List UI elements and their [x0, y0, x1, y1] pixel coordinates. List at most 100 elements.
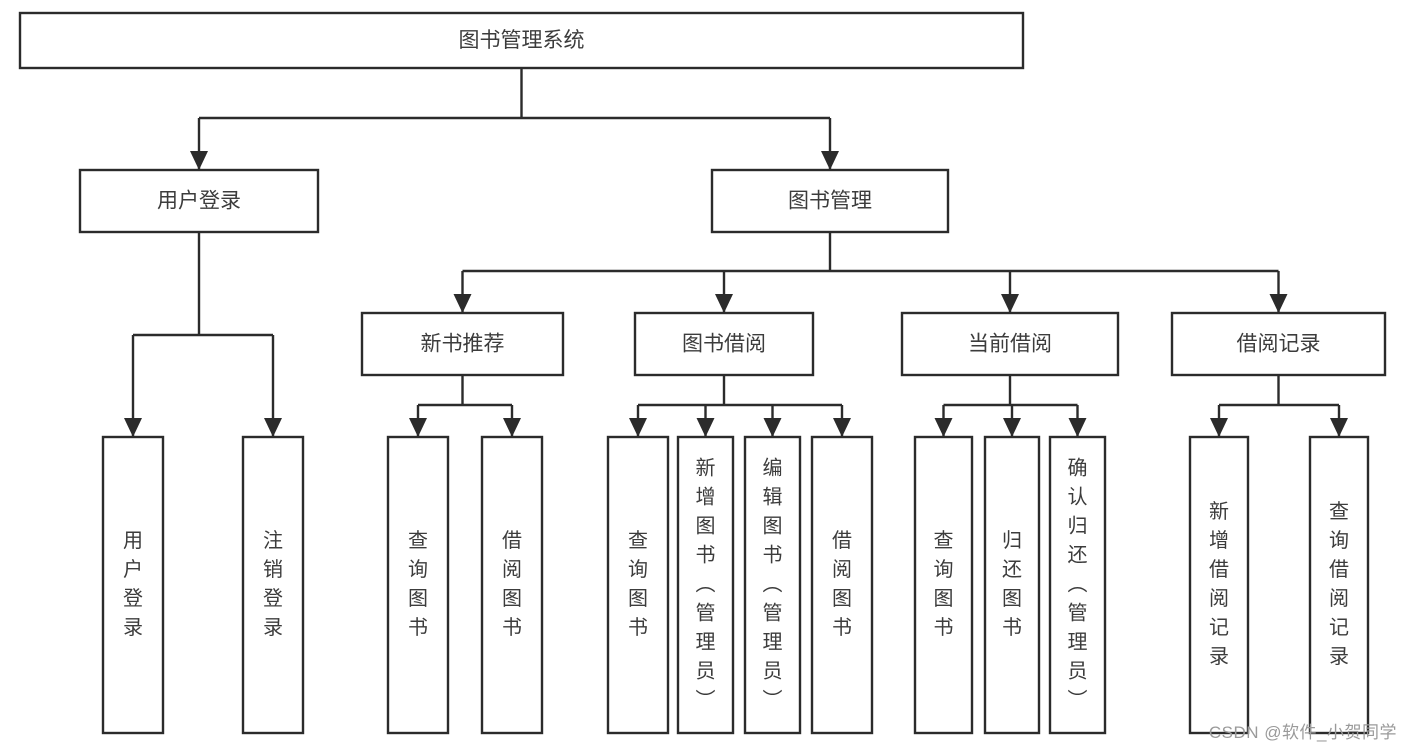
node-box-leaf-confirm-return[interactable] [1048, 435, 1107, 735]
node-box-leaf-edit-book[interactable] [743, 435, 802, 735]
node-label-leaf-confirm-return-char-6: 理 [1068, 631, 1088, 653]
node-box-leaf-query-record[interactable] [1308, 435, 1370, 735]
node-box-leaf-logout[interactable] [241, 435, 305, 735]
node-label-leaf-user-login-char-2: 登 [123, 587, 143, 610]
arrow-icon-leaf-logout [264, 418, 282, 437]
node-label-leaf-query-book-1-char-2: 图 [408, 588, 428, 610]
watermark-label: CSDN @软件_小贺同学 [1208, 723, 1397, 742]
node-label-leaf-query-book-1-char-1: 询 [408, 558, 428, 581]
node-label-leaf-logout-char-0: 注 [263, 529, 283, 552]
node-label-leaf-add-book-char-7: 员 [696, 660, 716, 682]
node-label-leaf-query-book-3-char-3: 书 [934, 616, 954, 639]
node-label-leaf-add-record-char-1: 增 [1209, 529, 1229, 552]
node-label-leaf-confirm-return-char-7: 员 [1068, 660, 1088, 682]
node-label-leaf-add-book-char-1: 增 [696, 485, 716, 508]
node-label-leaf-add-record-char-3: 阅 [1209, 587, 1229, 610]
node-label-leaf-add-book-char-8: ︶ [696, 688, 716, 711]
node-box-leaf-query-book-3[interactable] [913, 435, 974, 735]
arrow-icon-leaf-borrow-book-2 [833, 418, 851, 437]
node-box-leaf-query-book-2[interactable] [606, 435, 670, 735]
node-book-management[interactable]: 图书管理 [710, 168, 950, 234]
node-box-leaf-add-book[interactable] [676, 435, 735, 735]
node-box-leaf-add-record[interactable] [1188, 435, 1250, 735]
node-label-current-borrow: 当前借阅 [968, 333, 1052, 356]
arrow-icon-leaf-query-record [1330, 418, 1348, 437]
arrow-icon-leaf-query-book-3 [934, 418, 953, 437]
node-label-leaf-confirm-return-char-1: 认 [1068, 485, 1088, 508]
node-label-leaf-edit-book-char-6: 理 [763, 631, 783, 653]
node-label-leaf-edit-book-char-2: 图 [763, 515, 783, 537]
node-label-leaf-logout-char-1: 销 [263, 558, 283, 581]
node-book-borrow[interactable]: 图书借阅 [633, 311, 815, 377]
node-borrow-record[interactable]: 借阅记录 [1170, 311, 1387, 377]
node-box-book-management[interactable] [710, 168, 950, 234]
node-label-book-borrow: 图书借阅 [682, 333, 766, 356]
node-new-book-recommend[interactable]: 新书推荐 [360, 311, 565, 377]
node-leaf-user-login[interactable]: 用户登录 [101, 435, 165, 735]
node-box-new-book-recommend[interactable] [360, 311, 565, 377]
nodes-layer: 图书管理系统用户登录图书管理新书推荐图书借阅当前借阅借阅记录用户登录注销登录查询… [18, 11, 1387, 735]
node-current-borrow[interactable]: 当前借阅 [900, 311, 1120, 377]
node-box-root[interactable] [18, 11, 1025, 70]
node-label-leaf-borrow-book-2-char-3: 书 [832, 616, 852, 639]
node-box-leaf-query-book-1[interactable] [386, 435, 450, 735]
node-label-leaf-edit-book-char-4: ︵ [763, 573, 783, 595]
node-label-leaf-user-login-char-1: 户 [123, 558, 143, 581]
node-label-leaf-return-book-char-1: 还 [1002, 558, 1022, 581]
node-label-borrow-record: 借阅记录 [1237, 333, 1321, 356]
node-box-leaf-return-book[interactable] [983, 435, 1041, 735]
node-label-user-login: 用户登录 [157, 190, 241, 213]
arrow-icon-leaf-return-book [1003, 418, 1021, 437]
arrow-icon-book-borrow [715, 294, 733, 313]
arrow-icon-user-login [190, 151, 208, 170]
node-label-leaf-query-book-2-char-3: 书 [628, 616, 648, 639]
node-label-leaf-query-record-char-0: 查 [1329, 500, 1349, 523]
node-label-leaf-logout-char-2: 登 [263, 587, 283, 610]
node-label-leaf-edit-book-char-7: 员 [763, 660, 783, 682]
node-label-leaf-query-record-char-2: 借 [1329, 558, 1349, 581]
node-label-leaf-confirm-return-char-2: 归 [1068, 514, 1088, 537]
node-label-leaf-edit-book-char-1: 辑 [763, 485, 783, 508]
node-label-leaf-confirm-return-char-0: 确 [1068, 456, 1088, 479]
node-label-leaf-add-record-char-5: 录 [1209, 646, 1229, 668]
node-box-book-borrow[interactable] [633, 311, 815, 377]
node-label-leaf-edit-book-char-0: 编 [763, 456, 783, 479]
node-box-current-borrow[interactable] [900, 311, 1120, 377]
node-label-new-book-recommend: 新书推荐 [421, 333, 505, 356]
node-user-login[interactable]: 用户登录 [78, 168, 320, 234]
node-box-leaf-borrow-book-2[interactable] [810, 435, 874, 735]
node-root[interactable]: 图书管理系统 [18, 11, 1025, 70]
arrow-icon-leaf-query-book-1 [409, 418, 427, 437]
node-box-leaf-user-login[interactable] [101, 435, 165, 735]
node-label-leaf-borrow-book-1-char-3: 书 [502, 616, 522, 639]
node-label-leaf-query-record-char-1: 询 [1329, 529, 1349, 552]
node-label-leaf-edit-book-char-8: ︶ [763, 688, 783, 711]
node-label-leaf-confirm-return-char-5: 管 [1068, 601, 1088, 624]
arrow-icon-leaf-query-book-2 [629, 418, 647, 437]
arrow-icon-leaf-add-book [696, 418, 715, 437]
arrow-icon-new-book-recommend [453, 294, 472, 313]
arrow-icon-leaf-user-login [124, 418, 142, 437]
node-label-leaf-add-record-char-4: 记 [1209, 616, 1229, 639]
node-label-leaf-query-book-3-char-2: 图 [934, 588, 954, 610]
node-label-leaf-query-book-2-char-1: 询 [628, 558, 648, 581]
node-label-leaf-edit-book-char-3: 书 [763, 543, 783, 566]
connectors-layer [124, 68, 1348, 437]
node-label-leaf-confirm-return-char-3: 还 [1068, 543, 1088, 566]
node-box-user-login[interactable] [78, 168, 320, 234]
node-box-leaf-borrow-book-1[interactable] [480, 435, 544, 735]
node-box-borrow-record[interactable] [1170, 311, 1387, 377]
